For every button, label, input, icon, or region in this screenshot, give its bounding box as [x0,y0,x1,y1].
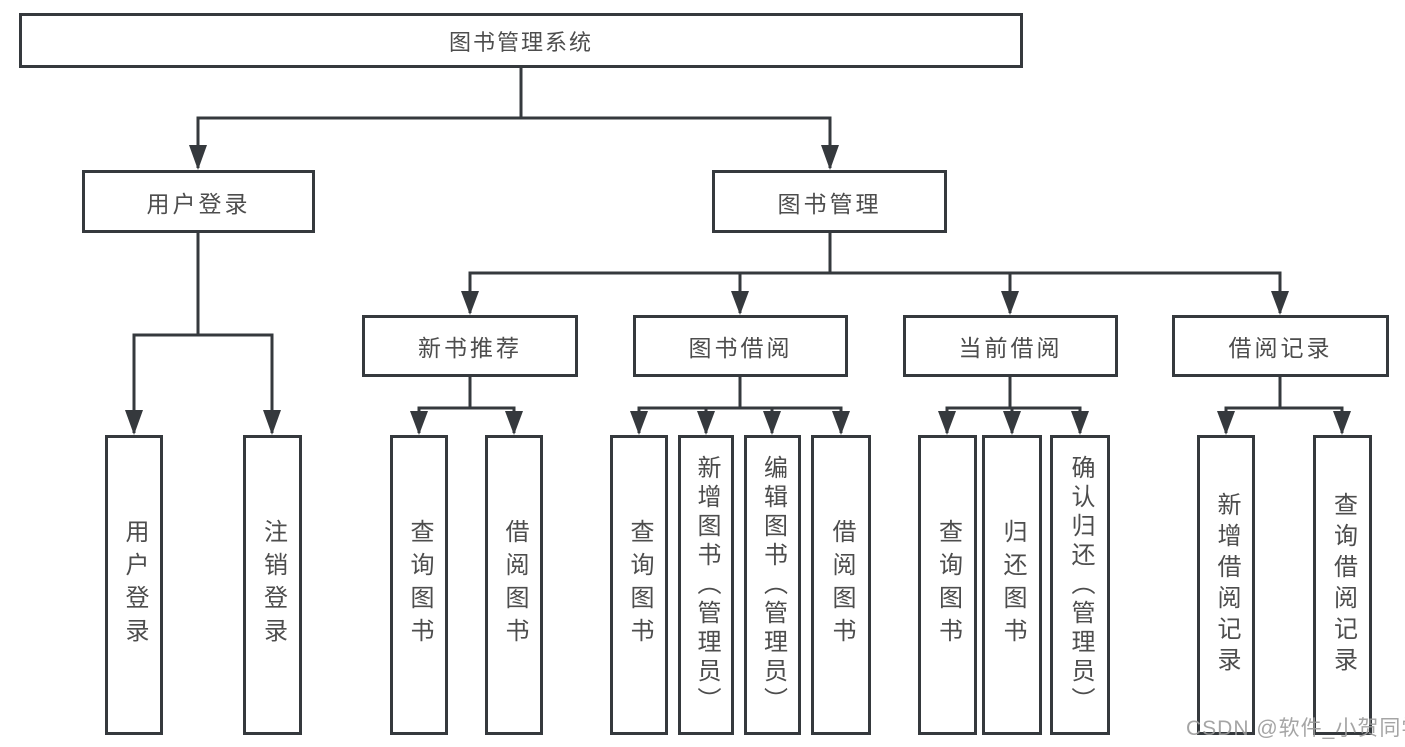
leaf-return-books: 归还图书 [982,435,1042,735]
group-new-book-recommendation-label: 新书推荐 [418,335,522,361]
leaf-borrow-books-recommend: 借阅图书 [485,435,543,735]
root-node-label: 图书管理系统 [448,29,593,55]
csdn-watermark: CSDN @软件_小贺同学 [1186,717,1405,740]
leaf-logout: 注销登录 [243,435,302,735]
arrowhead [1217,411,1235,435]
leaf-query-books-recommend: 查询图书 [390,435,448,735]
arrowhead [697,411,715,435]
root-node-library-management-system: 图书管理系统 [19,13,1023,68]
group-book-borrowing-label: 图书借阅 [688,335,793,361]
arrowhead [1271,291,1289,315]
leaf-add-borrow-record-label: 新增借阅记录 [1213,492,1240,678]
leaf-query-borrow-record-label: 查询借阅记录 [1329,492,1357,678]
group-current-borrowing-label: 当前借阅 [958,335,1063,361]
leaf-borrow-books-borrowing-label: 借阅图书 [828,519,855,651]
branch-book-management-label: 图书管理 [777,190,882,217]
leaf-logout-label: 注销登录 [259,519,287,651]
arrowhead [505,411,523,435]
arrowhead [263,410,281,435]
arrowhead [1003,411,1021,435]
leaf-query-books-borrowing-label: 查询图书 [626,519,653,651]
arrowhead [125,410,143,435]
leaf-add-borrow-record: 新增借阅记录 [1197,435,1255,735]
group-current-borrowing: 当前借阅 [903,315,1118,377]
group-book-borrowing: 图书借阅 [633,315,848,377]
arrowhead [731,291,749,315]
branch-user-login-label: 用户登录 [146,190,251,217]
branch-user-login: 用户登录 [82,170,315,233]
arrowhead [461,291,479,315]
leaf-user-login-label: 用户登录 [121,519,148,651]
arrowhead [410,411,428,435]
leaf-add-books-admin-label: 新增图书（管理员） [693,454,720,716]
leaf-edit-books-admin-label: 编辑图书（管理员） [759,454,787,716]
arrowhead [832,411,850,435]
leaf-query-books-recommend-label: 查询图书 [406,519,433,651]
leaf-query-books-borrowing: 查询图书 [610,435,668,735]
arrowhead [630,411,648,435]
group-borrowing-records-label: 借阅记录 [1228,335,1333,361]
leaf-confirm-return-admin-label: 确认归还（管理员） [1067,454,1094,716]
leaf-confirm-return-admin: 确认归还（管理员） [1050,435,1110,735]
arrowhead [821,145,839,170]
arrowhead [189,145,207,170]
leaf-query-borrow-record: 查询借阅记录 [1313,435,1372,735]
arrowhead [763,411,781,435]
leaf-query-books-current-label: 查询图书 [934,519,962,651]
arrowhead [1001,291,1019,315]
leaf-borrow-books-recommend-label: 借阅图书 [501,519,528,651]
leaf-return-books-label: 归还图书 [999,519,1026,651]
arrowhead [1333,411,1351,435]
group-new-book-recommendation: 新书推荐 [362,315,578,377]
leaf-edit-books-admin: 编辑图书（管理员） [744,435,801,735]
branch-book-management: 图书管理 [712,170,947,233]
leaf-add-books-admin: 新增图书（管理员） [678,435,734,735]
group-borrowing-records: 借阅记录 [1172,315,1389,377]
leaf-borrow-books-borrowing: 借阅图书 [811,435,871,735]
arrowhead [938,411,956,435]
arrowhead [1071,411,1089,435]
leaf-user-login: 用户登录 [105,435,163,735]
leaf-query-books-current: 查询图书 [918,435,977,735]
